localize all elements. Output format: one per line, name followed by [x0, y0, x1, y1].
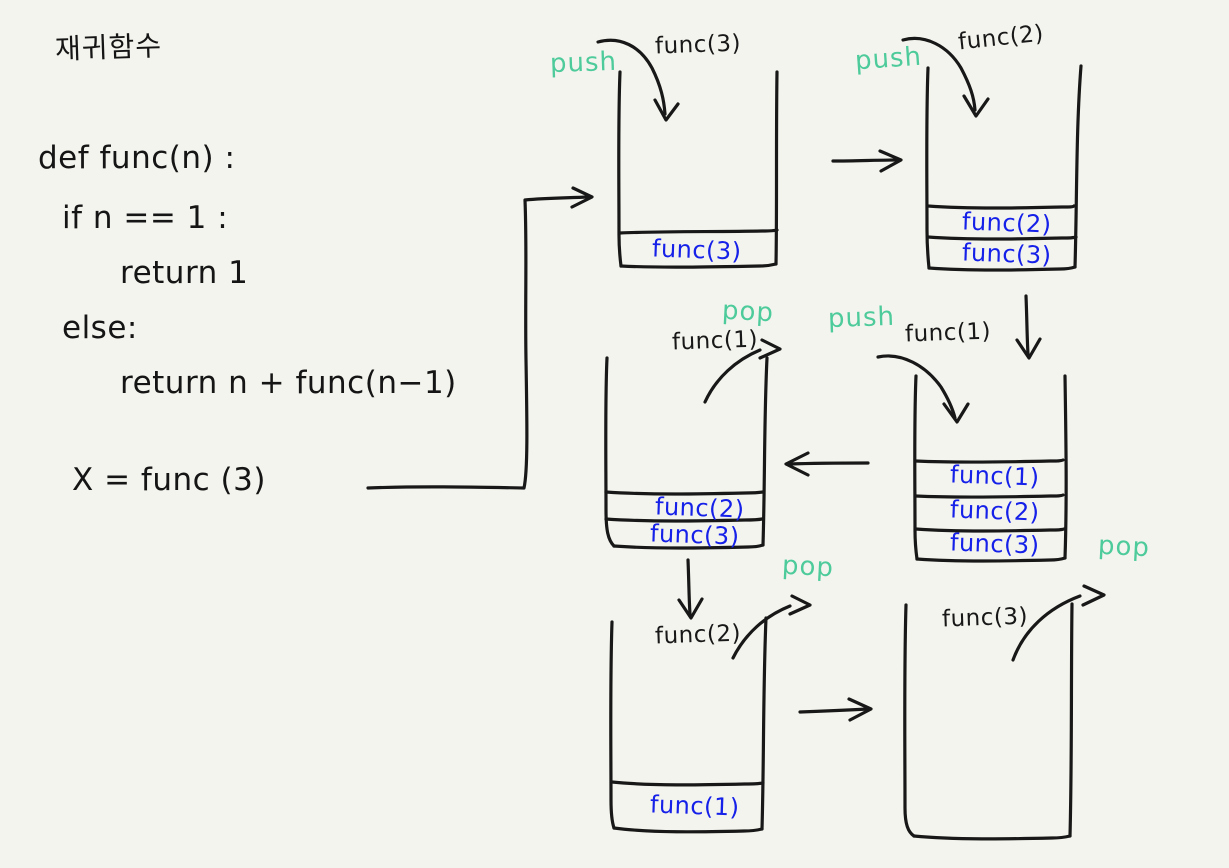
stack-2-item-0: func(2) [961, 207, 1053, 239]
stack-5-action-label: pop [781, 550, 835, 584]
stack-5-action-arg: func(2) [654, 620, 742, 650]
stack-1-action-arg: func(3) [654, 30, 742, 60]
stack-3-push-arrow [876, 354, 970, 424]
page-title: 재귀함수 [54, 29, 163, 66]
stack-1-push-arrow [596, 38, 680, 122]
code-line-return-recursive: return n + func(n−1) [120, 365, 457, 401]
code-line-def: def func(n) : [38, 140, 236, 176]
arrow-stack4-to-stack5 [677, 558, 704, 620]
stack-3-action-label: push [827, 301, 896, 335]
arrow-stack3-to-stack4 [784, 451, 870, 477]
arrow-stack1-to-stack2 [831, 149, 903, 173]
stack-5-pop-arrow [731, 594, 812, 660]
code-line-return-1: return 1 [120, 255, 249, 291]
stack-3-item-0: func(1) [949, 460, 1041, 492]
stack-5-outline [609, 616, 768, 834]
arrow-stack2-to-stack3 [1015, 294, 1042, 360]
stack-4-action-arg: func(1) [671, 326, 759, 356]
arrow-code-to-stack1 [366, 186, 594, 490]
stack-2-item-1: func(3) [961, 238, 1053, 270]
stack-2-action-label: push [854, 41, 923, 77]
stack-4-item-1: func(3) [649, 519, 741, 551]
stack-5-item-0: func(1) [649, 790, 741, 822]
stack-4-outline [604, 356, 769, 550]
code-line-if: if n == 1 : [62, 200, 229, 236]
stack-2-outline [925, 64, 1083, 272]
stack-2-push-arrow [901, 36, 990, 118]
stack-3-action-arg: func(1) [904, 318, 992, 348]
stack-4-action-label: pop [721, 295, 775, 329]
stack-1-item-0: func(3) [651, 234, 743, 266]
stack-4-item-0: func(2) [654, 492, 746, 524]
stack-6-outline [903, 602, 1074, 841]
code-line-else: else: [62, 310, 138, 346]
stack-6-action-label: pop [1097, 530, 1151, 564]
stack-1-action-label: push [549, 46, 618, 80]
stack-3-item-2: func(3) [949, 528, 1041, 560]
code-line-call: X = func (3) [72, 462, 266, 498]
arrow-stack5-to-stack6 [798, 697, 873, 722]
stack-6-action-arg: func(3) [941, 603, 1029, 633]
stack-6-pop-arrow [1011, 584, 1106, 662]
stack-3-item-1: func(2) [949, 495, 1041, 527]
stack-3-outline [913, 374, 1068, 563]
stack-4-pop-arrow [703, 338, 782, 404]
stack-1-outline [617, 70, 779, 269]
